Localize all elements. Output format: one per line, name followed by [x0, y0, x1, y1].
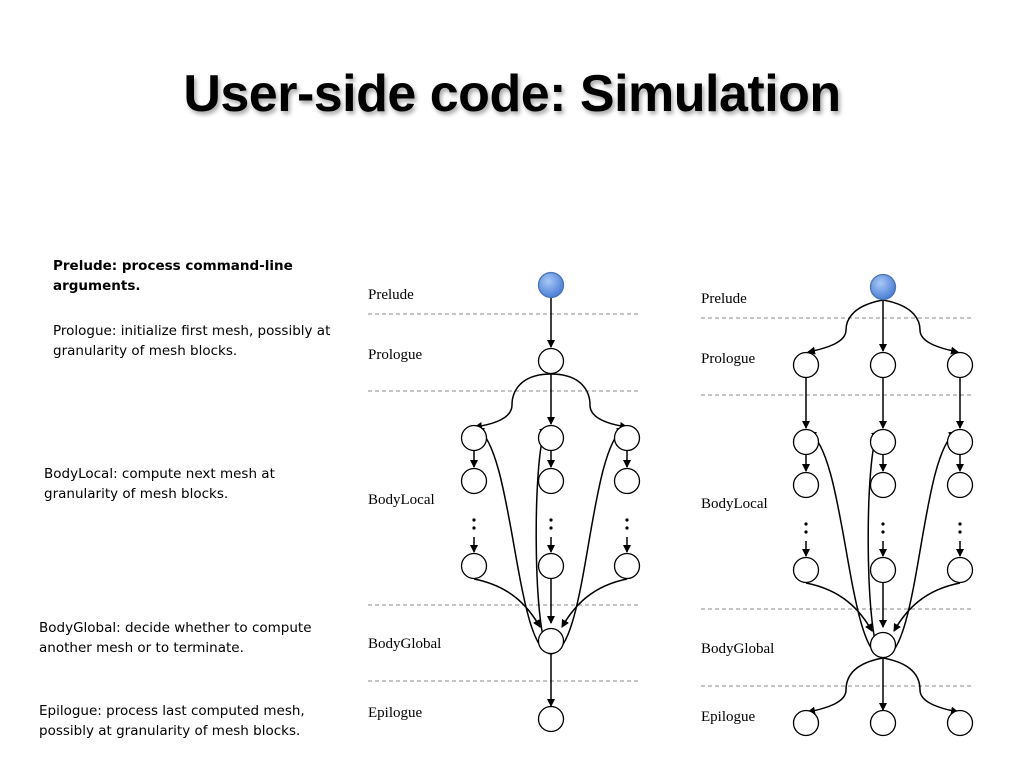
epilogue-description: Epilogue: process last computed mesh, po… — [39, 703, 305, 739]
right-ellipsis — [804, 522, 962, 534]
prelude-description: Prelude: process command-line arguments. — [53, 258, 293, 294]
slide-title: User-side code: Simulation — [183, 65, 841, 123]
right-start-node — [869, 273, 897, 301]
prologue-description: Prologue: initialize first mesh, possibl… — [53, 323, 331, 359]
right-stage-epilogue: Epilogue — [701, 709, 755, 725]
left-stage-bodylocal: BodyLocal — [368, 492, 435, 508]
left-stage-epilogue: Epilogue — [368, 705, 422, 721]
right-stage-bodylocal: BodyLocal — [701, 496, 768, 512]
bodylocal-description: BodyLocal: compute next mesh at granular… — [44, 466, 275, 502]
right-nodes — [792, 273, 974, 737]
right-stage-dividers — [701, 317, 972, 687]
left-diagram: Prelude Prologue BodyLocal BodyGlobal Ep… — [368, 271, 641, 733]
right-stage-prologue: Prologue — [701, 351, 756, 367]
left-stage-prologue: Prologue — [368, 347, 423, 363]
right-stage-prelude: Prelude — [701, 291, 747, 307]
left-stage-dividers — [368, 313, 638, 682]
left-start-node — [537, 271, 565, 299]
left-nodes — [460, 271, 641, 733]
left-stage-prelude: Prelude — [368, 287, 414, 303]
bodyglobal-description: BodyGlobal: decide whether to compute an… — [39, 620, 312, 656]
left-ellipsis — [472, 518, 629, 530]
right-diagram: Prelude Prologue BodyLocal BodyGlobal Ep… — [701, 273, 974, 737]
right-stage-bodyglobal: BodyGlobal — [701, 641, 774, 657]
left-stage-bodyglobal: BodyGlobal — [368, 636, 441, 652]
